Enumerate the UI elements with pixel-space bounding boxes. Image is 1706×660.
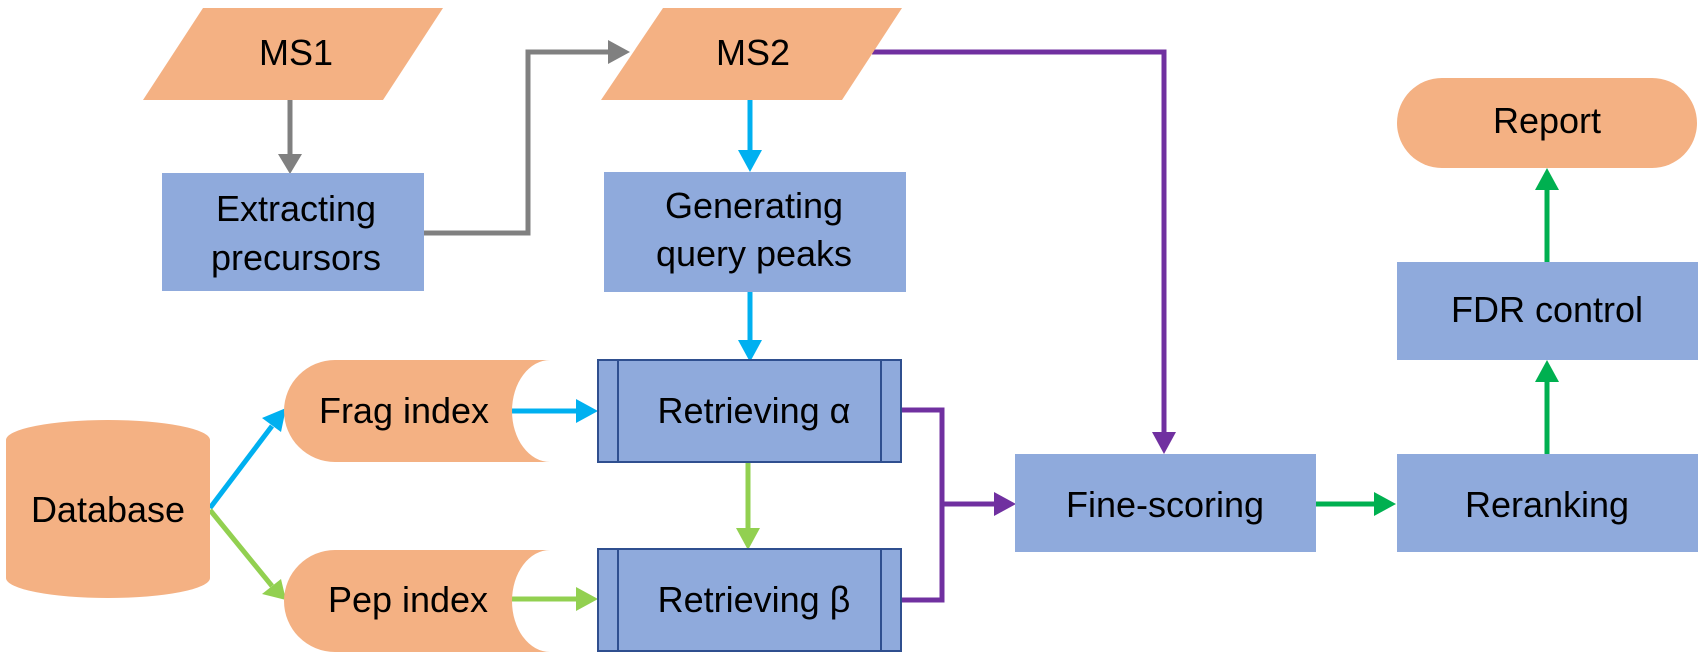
fine-scoring-label: Fine-scoring (1066, 484, 1264, 525)
pep-index-label: Pep index (328, 579, 488, 620)
arrow-reranking-to-fdr (1535, 360, 1559, 454)
report-node: Report (1397, 78, 1697, 168)
arrow-ms2-to-fine-scoring (872, 49, 1176, 454)
arrow-ms2-to-generating (738, 100, 762, 172)
generating-label-line1: Generating (665, 185, 843, 226)
pep-index-node: Pep index (284, 550, 550, 652)
ms2-label: MS2 (716, 32, 790, 73)
arrow-extracting-to-ms2 (424, 40, 630, 236)
arrow-database-to-frag-index (208, 408, 286, 510)
generating-label-line2: query peaks (656, 233, 852, 274)
arrow-retrievals-to-fine-scoring (902, 407, 1016, 603)
retrieving-beta-label: Retrieving β (658, 579, 851, 620)
arrow-generating-to-retrieving-alpha (738, 292, 762, 362)
extracting-precursors-node: Extracting precursors (162, 173, 424, 291)
extracting-label-line2: precursors (211, 237, 381, 278)
reranking-label: Reranking (1465, 484, 1629, 525)
fine-scoring-node: Fine-scoring (1015, 454, 1316, 552)
database-label: Database (31, 489, 185, 530)
ms1-label: MS1 (259, 32, 333, 73)
ms2-node: MS2 (601, 8, 902, 100)
arrow-database-to-pep-index (208, 508, 286, 600)
generating-query-peaks-node: Generating query peaks (604, 172, 906, 292)
arrow-ms1-to-extracting (278, 100, 302, 174)
frag-index-label: Frag index (319, 390, 489, 431)
database-node: Database (6, 420, 210, 598)
extracting-label-line1: Extracting (216, 188, 376, 229)
retrieving-alpha-node: Retrieving α (597, 359, 902, 463)
frag-index-node: Frag index (284, 360, 550, 462)
ms1-node: MS1 (143, 8, 443, 100)
arrow-fdr-to-report (1535, 168, 1559, 262)
arrow-frag-index-to-retrieving-alpha (510, 399, 598, 423)
arrow-pep-index-to-retrieving-beta (510, 587, 598, 611)
reranking-node: Reranking (1397, 454, 1698, 552)
arrow-retrieving-alpha-to-beta (736, 462, 760, 550)
fdr-control-node: FDR control (1397, 262, 1698, 360)
retrieving-beta-node: Retrieving β (597, 548, 902, 652)
retrieving-alpha-label: Retrieving α (658, 390, 851, 431)
fdr-label: FDR control (1451, 289, 1643, 330)
report-label: Report (1493, 100, 1601, 141)
arrow-fine-scoring-to-reranking (1316, 492, 1396, 516)
